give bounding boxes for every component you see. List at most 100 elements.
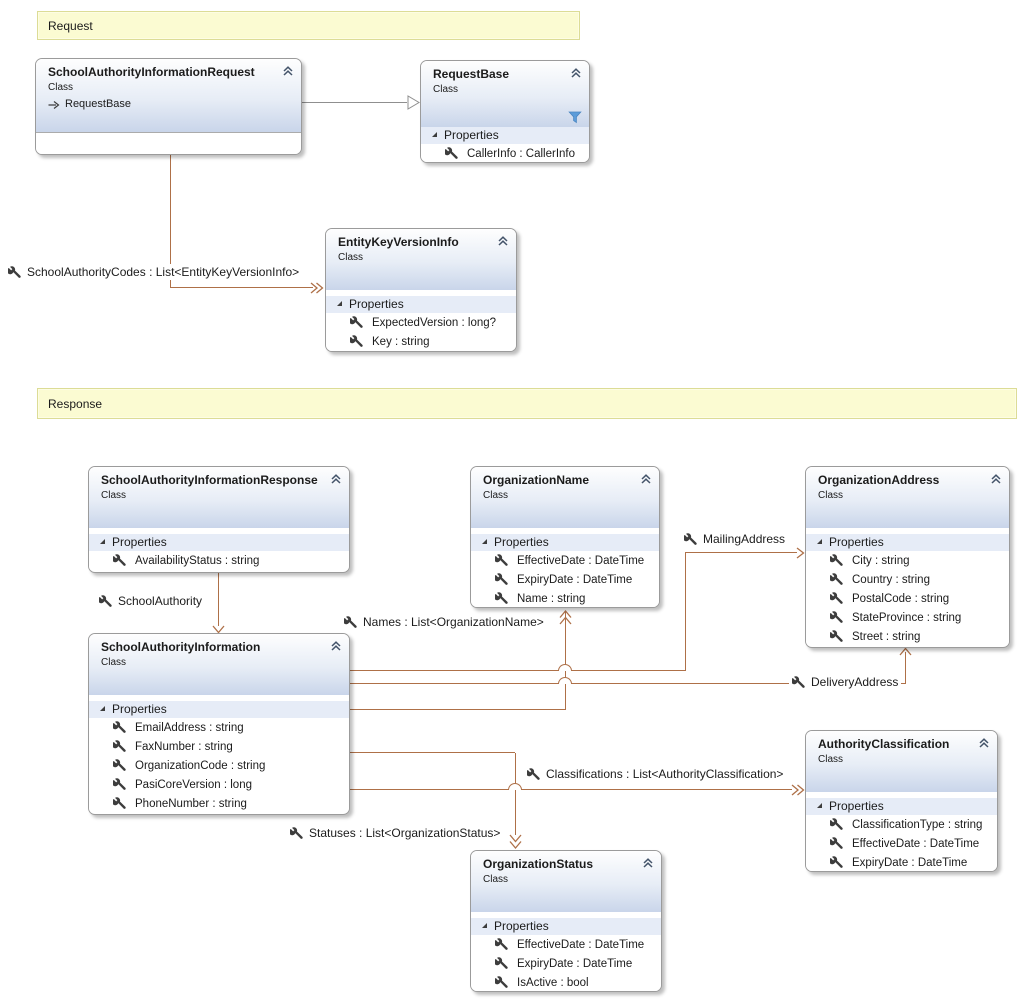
association-label-statuses[interactable]: Statuses : List<OrganizationStatus>: [287, 825, 504, 841]
class-box-requestbase[interactable]: RequestBase Class Properties CallerInfo …: [420, 60, 590, 163]
property-row[interactable]: ExpiryDate : DateTime: [471, 570, 659, 589]
class-kind: Class: [48, 82, 74, 93]
association-label-names[interactable]: Names : List<OrganizationName>: [341, 614, 547, 630]
properties-section-header[interactable]: Properties: [326, 296, 516, 313]
class-header[interactable]: SchoolAuthorityInformationResponse Class: [89, 467, 349, 528]
property-row[interactable]: FaxNumber : string: [89, 737, 349, 756]
class-title: SchoolAuthorityInformationRequest: [48, 65, 255, 79]
collapse-chevron-icon[interactable]: [496, 234, 510, 248]
property-row[interactable]: ExpiryDate : DateTime: [806, 853, 997, 871]
line-hop: [558, 677, 572, 684]
expander-icon[interactable]: [432, 132, 437, 137]
association-label-deliveryaddress[interactable]: DeliveryAddress: [789, 674, 902, 690]
collapse-chevron-icon[interactable]: [329, 639, 343, 653]
properties-section-header[interactable]: Properties: [89, 534, 349, 551]
class-title: OrganizationAddress: [818, 473, 940, 487]
association-line-deliveryaddress[interactable]: [905, 652, 906, 684]
properties-section-header[interactable]: Properties: [471, 918, 661, 935]
class-header[interactable]: OrganizationStatus Class: [471, 851, 661, 912]
expander-icon[interactable]: [337, 301, 342, 306]
class-box-organizationaddress[interactable]: OrganizationAddress Class Properties Cit…: [805, 466, 1010, 648]
class-header[interactable]: OrganizationName Class: [471, 467, 659, 528]
collapse-chevron-icon[interactable]: [569, 66, 583, 80]
property-row[interactable]: Name : string: [471, 589, 659, 607]
member-label: Name : string: [517, 592, 586, 605]
inherits-row[interactable]: RequestBase: [48, 98, 279, 111]
class-header[interactable]: AuthorityClassification Class: [806, 731, 997, 792]
class-box-authorityclassification[interactable]: AuthorityClassification Class Properties…: [805, 730, 998, 872]
property-row[interactable]: ClassificationType : string: [806, 815, 997, 834]
filter-icon[interactable]: [568, 111, 582, 124]
property-row[interactable]: PostalCode : string: [806, 589, 1009, 608]
inheritance-line-requestbase[interactable]: [302, 102, 407, 103]
association-line-schoolauthoritycodes[interactable]: [170, 287, 313, 288]
association-label-schoolauthoritycodes[interactable]: SchoolAuthorityCodes : List<EntityKeyVer…: [5, 264, 303, 280]
property-row[interactable]: PhoneNumber : string: [89, 794, 349, 813]
class-header[interactable]: EntityKeyVersionInfo Class: [326, 229, 516, 290]
association-label-schoolauthority[interactable]: SchoolAuthority: [96, 593, 206, 609]
association-line-mailingaddress[interactable]: [685, 552, 686, 671]
property-row[interactable]: PasiCoreVersion : long: [89, 775, 349, 794]
property-row[interactable]: City : string: [806, 551, 1009, 570]
property-row[interactable]: Key : string: [326, 332, 516, 351]
class-box-schoolauthorityinformation[interactable]: SchoolAuthorityInformation Class Propert…: [88, 633, 350, 815]
association-line-deliveryaddress[interactable]: [350, 683, 905, 684]
property-row[interactable]: EffectiveDate : DateTime: [471, 551, 659, 570]
properties-section-header[interactable]: Properties: [89, 701, 349, 718]
collapse-chevron-icon[interactable]: [281, 64, 295, 78]
properties-section-header[interactable]: Properties: [806, 798, 997, 815]
expander-icon[interactable]: [817, 803, 822, 808]
property-row[interactable]: ExpiryDate : DateTime: [471, 954, 661, 973]
expander-icon[interactable]: [100, 539, 105, 544]
association-label-classifications[interactable]: Classifications : List<AuthorityClassifi…: [524, 766, 787, 782]
association-line-mailingaddress[interactable]: [350, 670, 685, 671]
collapse-chevron-icon[interactable]: [639, 472, 653, 486]
association-line-names[interactable]: [565, 612, 566, 710]
properties-section-header[interactable]: Properties: [421, 127, 589, 144]
note-response[interactable]: Response: [37, 388, 1017, 419]
note-request[interactable]: Request: [37, 11, 580, 40]
note-request-label: Request: [48, 18, 93, 33]
association-line-mailingaddress[interactable]: [685, 552, 797, 553]
property-row[interactable]: Street : string: [806, 627, 1009, 646]
collapse-chevron-icon[interactable]: [641, 856, 655, 870]
class-header[interactable]: OrganizationAddress Class: [806, 467, 1009, 528]
class-box-schoolauthorityinformationresponse[interactable]: SchoolAuthorityInformationResponse Class…: [88, 466, 350, 573]
member-label: CallerInfo : CallerInfo: [467, 147, 576, 160]
association-line-names[interactable]: [350, 709, 565, 710]
property-row[interactable]: OrganizationCode : string: [89, 756, 349, 775]
property-row[interactable]: AvailabilityStatus : string: [89, 551, 349, 570]
association-label-mailingaddress[interactable]: MailingAddress: [681, 531, 789, 547]
class-header[interactable]: SchoolAuthorityInformationRequest Class …: [36, 59, 301, 132]
collapse-chevron-icon[interactable]: [977, 736, 991, 750]
expander-icon[interactable]: [482, 539, 487, 544]
collapse-chevron-icon[interactable]: [989, 472, 1003, 486]
properties-section-header[interactable]: Properties: [806, 534, 1009, 551]
property-row[interactable]: ExpectedVersion : long?: [326, 313, 516, 332]
property-row[interactable]: CallerInfo : CallerInfo: [421, 144, 589, 162]
class-box-organizationstatus[interactable]: OrganizationStatus Class Properties Effe…: [470, 850, 662, 992]
class-header[interactable]: RequestBase Class: [421, 61, 589, 127]
association-line-statuses[interactable]: [350, 752, 515, 753]
class-header[interactable]: SchoolAuthorityInformation Class: [89, 634, 349, 695]
collapse-chevron-icon[interactable]: [329, 472, 343, 486]
association-line-schoolauthoritycodes[interactable]: [170, 155, 171, 288]
property-row[interactable]: EffectiveDate : DateTime: [471, 935, 661, 954]
class-box-schoolauthorityinformationrequest[interactable]: SchoolAuthorityInformationRequest Class …: [35, 58, 302, 155]
expander-icon[interactable]: [100, 706, 105, 711]
property-row[interactable]: StateProvince : string: [806, 608, 1009, 627]
association-line-schoolauthority[interactable]: [218, 573, 219, 626]
expander-icon[interactable]: [482, 923, 487, 928]
property-row[interactable]: EffectiveDate : DateTime: [806, 834, 997, 853]
class-box-organizationname[interactable]: OrganizationName Class Properties Effect…: [470, 466, 660, 608]
property-row[interactable]: Country : string: [806, 570, 1009, 589]
properties-section-header[interactable]: Properties: [471, 534, 659, 551]
class-box-entitykeyversioninfo[interactable]: EntityKeyVersionInfo Class Properties Ex…: [325, 228, 517, 352]
association-line-statuses[interactable]: [515, 753, 516, 835]
property-row[interactable]: EmailAddress : string: [89, 718, 349, 737]
wrench-icon: [495, 938, 508, 951]
expander-icon[interactable]: [817, 539, 822, 544]
class-kind: Class: [101, 490, 127, 501]
property-row[interactable]: IsActive : bool: [471, 973, 661, 991]
association-line-classifications[interactable]: [350, 789, 792, 790]
